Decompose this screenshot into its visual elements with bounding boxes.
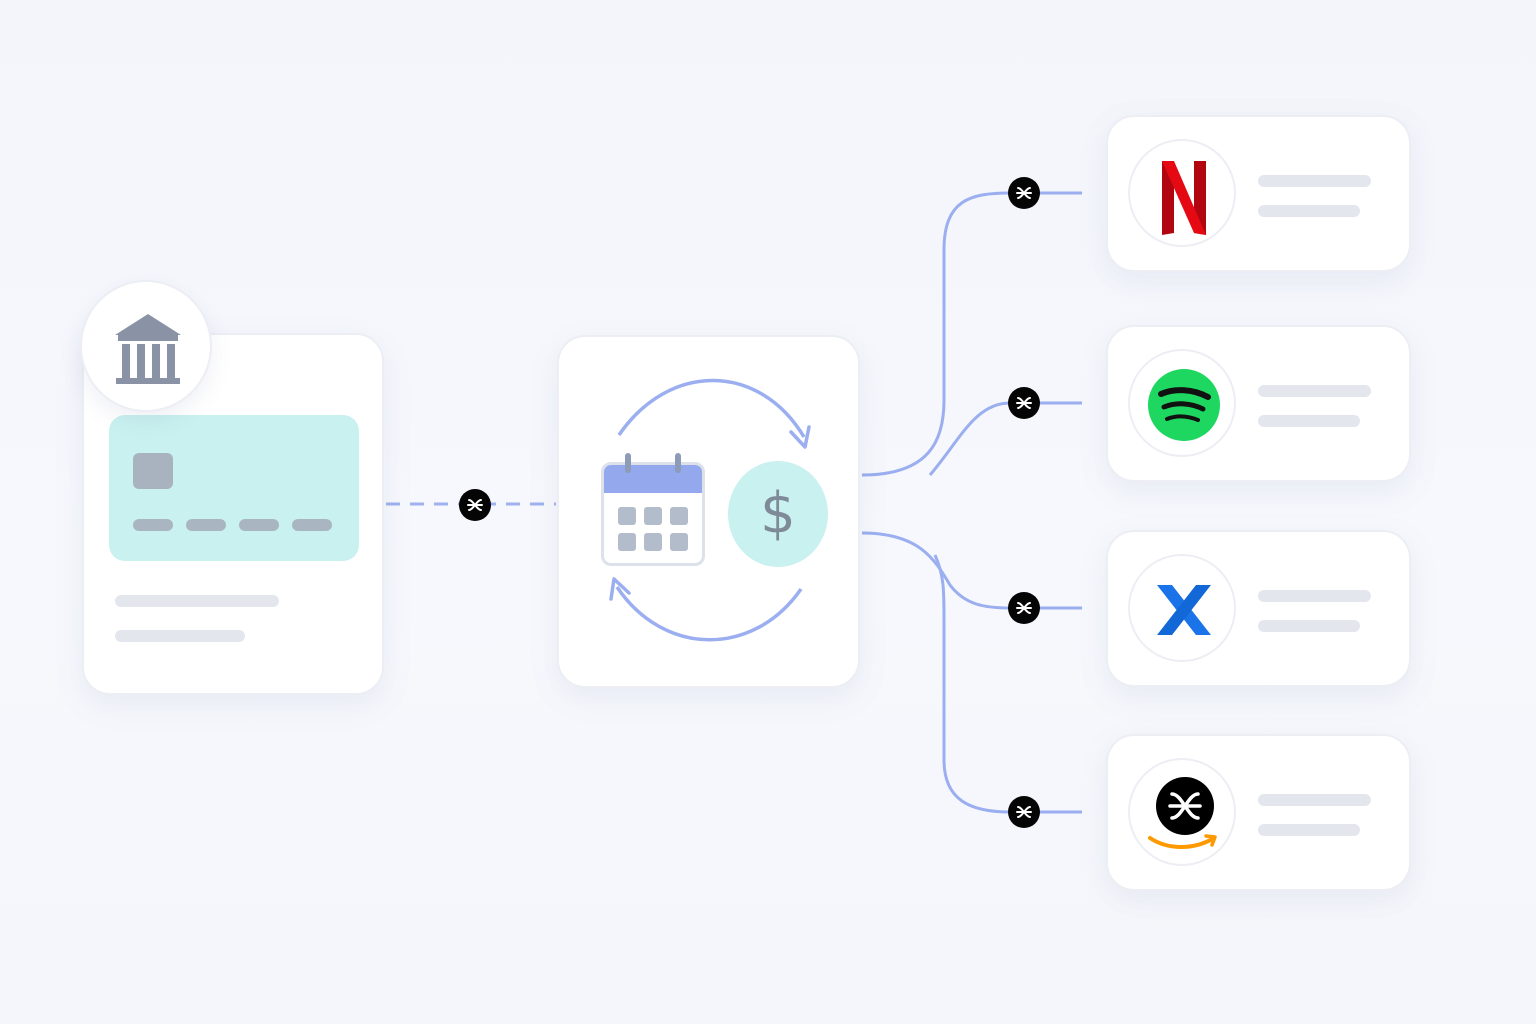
calendar-day bbox=[670, 507, 688, 525]
hub-card[interactable]: $ bbox=[557, 335, 860, 688]
link-badge-icon bbox=[1008, 796, 1040, 828]
service-card-amazon[interactable] bbox=[1106, 734, 1411, 891]
service-text-line bbox=[1258, 175, 1371, 187]
calendar-header bbox=[604, 465, 702, 493]
calendar-ring-right bbox=[675, 453, 681, 473]
service-text-line bbox=[1258, 385, 1371, 397]
service-text-line bbox=[1258, 590, 1371, 602]
service-text-line bbox=[1258, 824, 1360, 836]
calendar-day bbox=[618, 533, 636, 551]
calendar-day bbox=[670, 533, 688, 551]
card-number-dot bbox=[239, 519, 279, 531]
dollar-icon: $ bbox=[728, 461, 828, 567]
link-badge-icon bbox=[1008, 177, 1040, 209]
amazon-logo bbox=[1148, 777, 1217, 849]
x-logo bbox=[1157, 585, 1211, 635]
source-card[interactable] bbox=[82, 333, 384, 695]
card-number-dot bbox=[133, 519, 173, 531]
hub-to-spotify-link bbox=[928, 401, 1082, 476]
service-card-spotify[interactable] bbox=[1106, 325, 1411, 482]
calendar-ring-left bbox=[625, 453, 631, 473]
card-number-dot bbox=[292, 519, 332, 531]
calendar-day bbox=[644, 507, 662, 525]
bank-badge bbox=[80, 280, 212, 412]
service-text-line bbox=[1258, 415, 1360, 427]
source-text-line bbox=[115, 595, 279, 607]
source-text-line bbox=[115, 630, 245, 642]
spotify-badge bbox=[1128, 349, 1236, 457]
hub-to-netflix-link bbox=[861, 191, 1082, 477]
calendar-icon bbox=[601, 462, 705, 566]
hub-to-x-link bbox=[861, 531, 1082, 610]
service-card-netflix[interactable] bbox=[1106, 115, 1411, 272]
x-badge bbox=[1128, 554, 1236, 662]
service-text-line bbox=[1258, 205, 1360, 217]
link-badge-icon bbox=[1008, 592, 1040, 624]
link-badge-icon bbox=[1008, 387, 1040, 419]
service-card-x[interactable] bbox=[1106, 530, 1411, 687]
amazon-badge bbox=[1128, 758, 1236, 866]
netflix-logo bbox=[1162, 161, 1206, 235]
link-badge-icon bbox=[459, 489, 491, 521]
bank-icon bbox=[115, 314, 181, 384]
hub-to-amazon-link bbox=[933, 554, 1082, 814]
credit-card-icon bbox=[109, 415, 359, 561]
calendar-day bbox=[644, 533, 662, 551]
service-text-line bbox=[1258, 794, 1371, 806]
refresh-cycle-icon bbox=[609, 378, 811, 642]
netflix-badge bbox=[1128, 139, 1236, 247]
service-text-line bbox=[1258, 620, 1360, 632]
calendar-day bbox=[618, 507, 636, 525]
card-number-dot bbox=[186, 519, 226, 531]
card-chip bbox=[133, 453, 173, 489]
dollar-symbol: $ bbox=[760, 481, 796, 546]
spotify-logo bbox=[1148, 369, 1220, 441]
